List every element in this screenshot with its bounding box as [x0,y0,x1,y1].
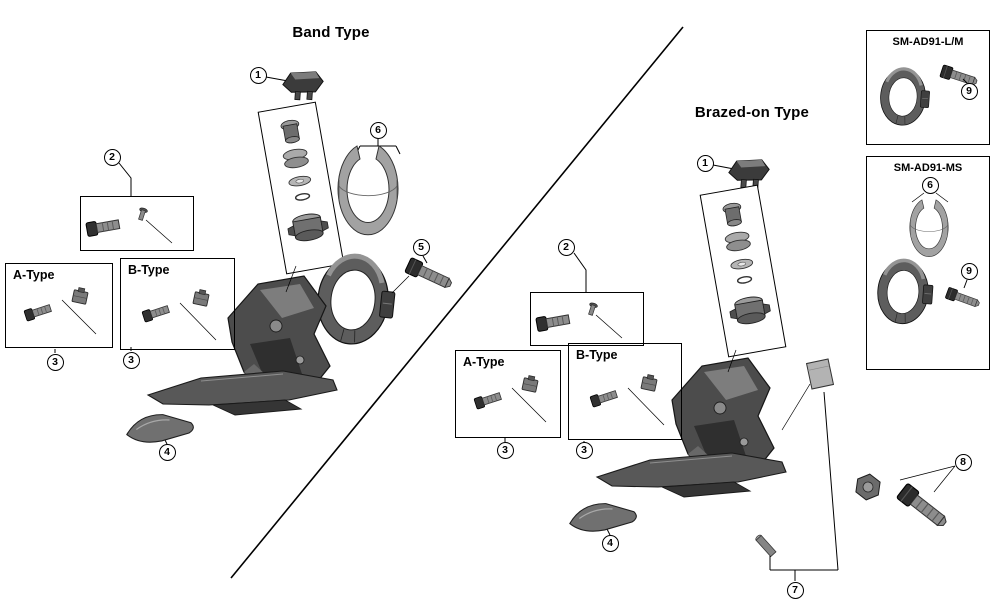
leader-line [627,387,665,426]
callout-2-brazed: 2 [557,238,575,256]
callout-5-band: 5 [412,238,430,256]
sm-ad91-lm-drawing [877,64,979,129]
callout-9-lm: 9 [960,82,978,100]
callout-3b-brazed: 3 [575,441,593,459]
fixing-bolt-part [895,482,951,532]
callout-1-brazed: 1 [696,154,714,172]
leader-line [179,302,217,341]
callout-6-band: 6 [369,121,387,139]
callout-8-brazed: 8 [954,453,972,471]
callout-3b-band: 3 [122,351,140,369]
sm-ad91-ms-box: SM-AD91-MS [866,156,990,370]
assembly-line [781,383,811,431]
leader-line [118,162,132,196]
sm-ad91-lm-title: SM-AD91-L/M [892,36,964,48]
brazed-on-type-title: Brazed-on Type [694,104,810,121]
a-type-box-brazed: A-Type [455,350,561,438]
assembly-line [285,265,297,293]
sm-ad91-lm-box: SM-AD91-L/M [866,30,990,145]
lever-part [124,410,196,446]
band-type-title: Band Type [292,24,370,41]
leader-line [511,387,547,423]
band-type-drawing [23,69,455,446]
leader-line [595,314,623,339]
callout-1-band: 1 [249,66,267,84]
a-type-label: A-Type [13,268,55,282]
leader-line [573,252,587,292]
band-shim-part [337,145,399,236]
b-type-box-band: B-Type [120,258,235,350]
leader-line [899,465,956,493]
top-cover-part [281,69,325,102]
fixing-nut-part [854,472,882,502]
clamp-bolt-part [404,256,455,293]
bracket-line [769,391,839,581]
bracket-line [911,192,949,203]
leader-line [265,76,289,82]
adjust-bolt-stack-part [699,184,787,358]
a-type-box-band: A-Type [5,263,113,348]
b-type-label: B-Type [128,263,170,277]
lever-part [567,499,639,535]
leader-line [61,299,97,335]
callout-3a-band: 3 [46,353,64,371]
b-type-box-brazed: B-Type [568,343,682,440]
leader-line [145,219,173,244]
callout-4-brazed: 4 [601,534,619,552]
chain-guide-part [147,370,338,416]
leader-line [963,279,968,289]
b-type-label: B-Type [576,348,618,362]
assembly-line [727,349,737,373]
callout-2-band: 2 [103,148,121,166]
leader-line [422,255,428,264]
adjust-bolt-stack-part [257,101,345,275]
callout-4-band: 4 [158,443,176,461]
chain-guide-part [596,452,787,498]
leader-line [962,78,968,84]
top-cover-part [727,157,771,190]
sm-ad91-ms-drawing [873,192,982,328]
brazed-on-type-drawing [473,157,956,581]
sm-ad91-ms-title: SM-AD91-MS [893,162,963,174]
part-2-box-brazed [530,292,644,346]
bracket-line [355,139,401,155]
callout-6-ms: 6 [921,176,939,194]
leader-line [712,164,735,170]
divider-line [230,26,684,579]
stroke-pin-part [754,533,777,557]
callout-3a-brazed: 3 [496,441,514,459]
callout-9-ms: 9 [960,262,978,280]
part-2-box-band [80,196,194,251]
a-type-label: A-Type [463,355,505,369]
callout-7-brazed: 7 [786,581,804,599]
backing-plate-part [806,358,834,390]
assembly-line [391,275,410,294]
